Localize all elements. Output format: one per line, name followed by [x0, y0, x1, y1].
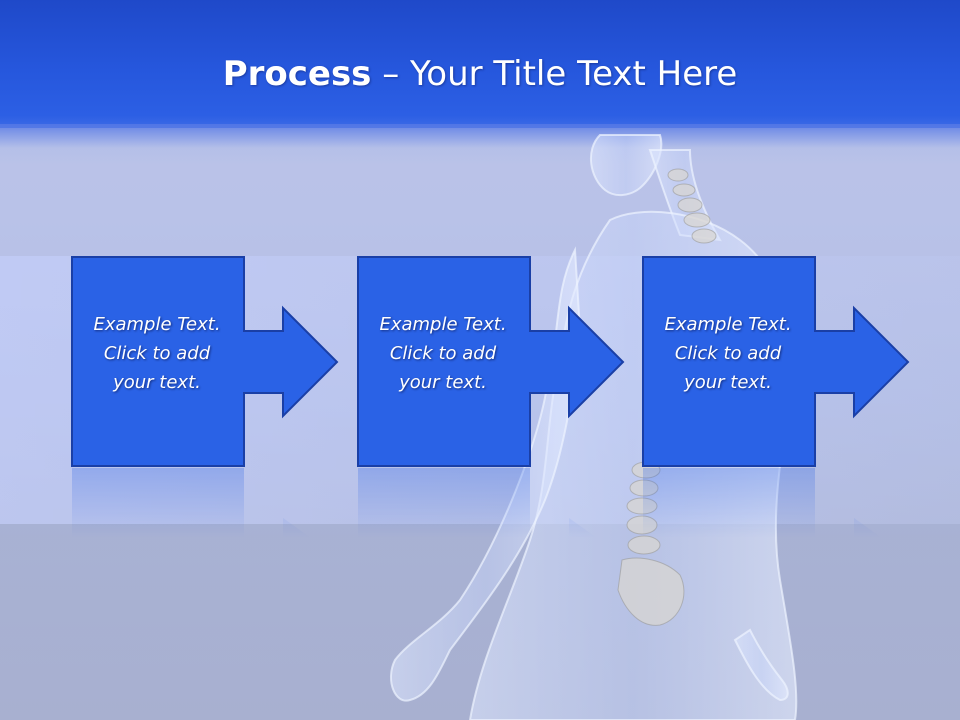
arrow-right-icon: [642, 256, 910, 467]
process-step-3[interactable]: Example Text. Click to add your text.: [642, 256, 928, 468]
title-rest: – Your Title Text Here: [371, 54, 738, 94]
title-bar: [0, 0, 960, 128]
arrow-right-icon: [357, 256, 625, 467]
process-step-2[interactable]: Example Text. Click to add your text.: [357, 256, 643, 468]
step-text[interactable]: Example Text. Click to add your text.: [379, 314, 507, 393]
title-bold: Process: [222, 54, 372, 94]
title-glow: [0, 124, 960, 164]
step-reflection: [357, 468, 643, 538]
process-step-1[interactable]: Example Text. Click to add your text.: [71, 256, 357, 468]
step-reflection: [642, 468, 928, 538]
arrow-right-icon: [71, 256, 339, 467]
step-reflection: [71, 468, 357, 538]
step-text[interactable]: Example Text. Click to add your text.: [93, 314, 221, 393]
step-text[interactable]: Example Text. Click to add your text.: [664, 314, 792, 393]
slide-title[interactable]: Process – Your Title Text Here: [0, 52, 960, 96]
